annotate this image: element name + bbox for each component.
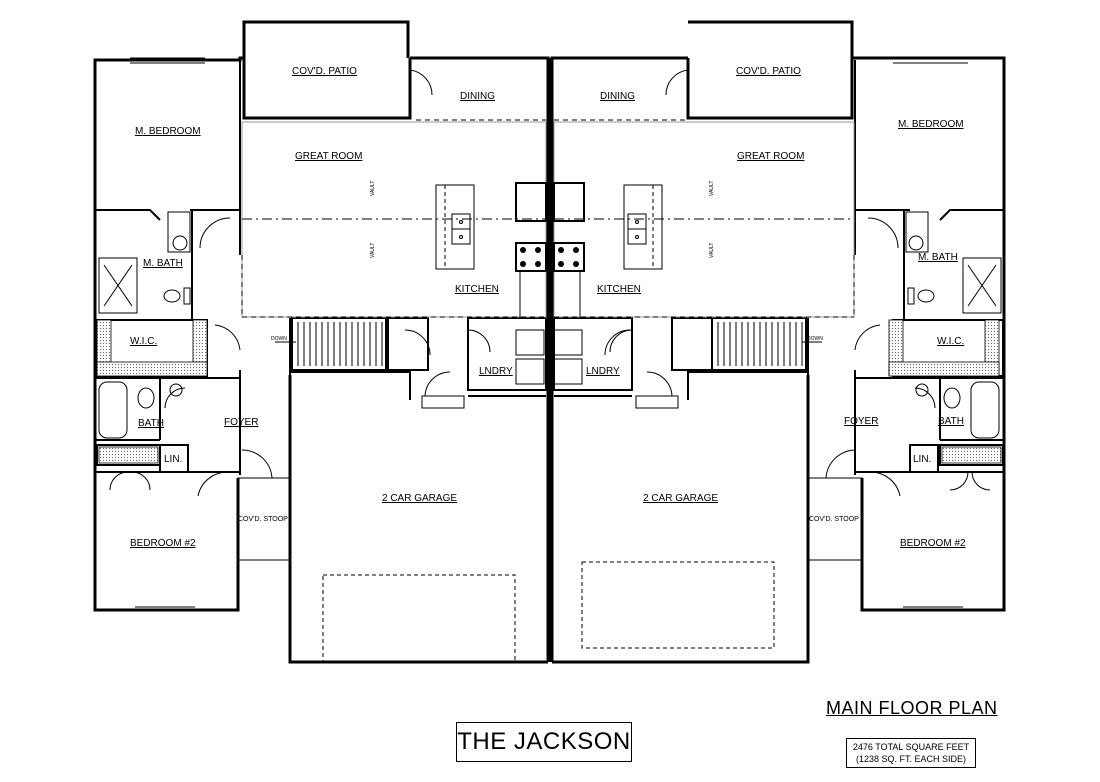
- label-great-room-right: GREAT ROOM: [737, 151, 804, 162]
- label-bedroom2-right: BEDROOM #2: [900, 538, 966, 549]
- label-lndry-right: LNDRY: [586, 366, 620, 377]
- label-vault-1: VAULT: [370, 181, 376, 196]
- label-bedroom2-left: BEDROOM #2: [130, 538, 196, 549]
- square-footage-box: 2476 TOTAL SQUARE FEET (1238 SQ. FT. EAC…: [846, 738, 976, 768]
- label-great-room-left: GREAT ROOM: [295, 151, 362, 162]
- sqft-each-side: (1238 SQ. FT. EACH SIDE): [855, 754, 967, 764]
- label-m-bedroom-right: M. BEDROOM: [898, 119, 964, 130]
- thin-lines: [98, 57, 1002, 663]
- plan-name-box: THE JACKSON: [456, 722, 632, 762]
- label-vault-4: VAULT: [709, 243, 715, 258]
- label-lin-right: LIN.: [913, 454, 931, 465]
- label-lin-left: LIN.: [164, 454, 182, 465]
- label-bath-right: BATH: [938, 416, 964, 427]
- label-kitchen-right: KITCHEN: [597, 284, 641, 295]
- label-garage-right: 2 CAR GARAGE: [643, 493, 718, 504]
- label-foyer-right: FOYER: [844, 416, 878, 427]
- label-down-left: DOWN: [271, 336, 287, 342]
- label-m-bath-right: M. BATH: [918, 252, 958, 263]
- label-down-right: DOWN: [807, 336, 823, 342]
- label-covd-patio-left: COV'D. PATIO: [292, 66, 357, 77]
- label-wic-right: W.I.C.: [937, 336, 964, 347]
- interior-walls: [94, 58, 1004, 662]
- label-m-bath-left: M. BATH: [143, 258, 183, 269]
- label-covd-stoop-right: COV'D. STOOP: [809, 516, 859, 523]
- label-vault-3: VAULT: [709, 181, 715, 196]
- label-garage-left: 2 CAR GARAGE: [382, 493, 457, 504]
- label-wic-left: W.I.C.: [130, 336, 157, 347]
- label-covd-patio-right: COV'D. PATIO: [736, 66, 801, 77]
- sqft-total: 2476 TOTAL SQUARE FEET: [852, 742, 970, 752]
- plan-title: MAIN FLOOR PLAN: [826, 698, 998, 718]
- label-kitchen-left: KITCHEN: [455, 284, 499, 295]
- label-bath-left: BATH: [138, 418, 164, 429]
- label-lndry-left: LNDRY: [479, 366, 513, 377]
- label-vault-2: VAULT: [370, 243, 376, 258]
- label-foyer-left: FOYER: [224, 417, 258, 428]
- label-m-bedroom-left: M. BEDROOM: [135, 126, 201, 137]
- label-dining-right: DINING: [600, 91, 635, 102]
- label-covd-stoop-left: COV'D. STOOP: [238, 516, 288, 523]
- label-dining-left: DINING: [460, 91, 495, 102]
